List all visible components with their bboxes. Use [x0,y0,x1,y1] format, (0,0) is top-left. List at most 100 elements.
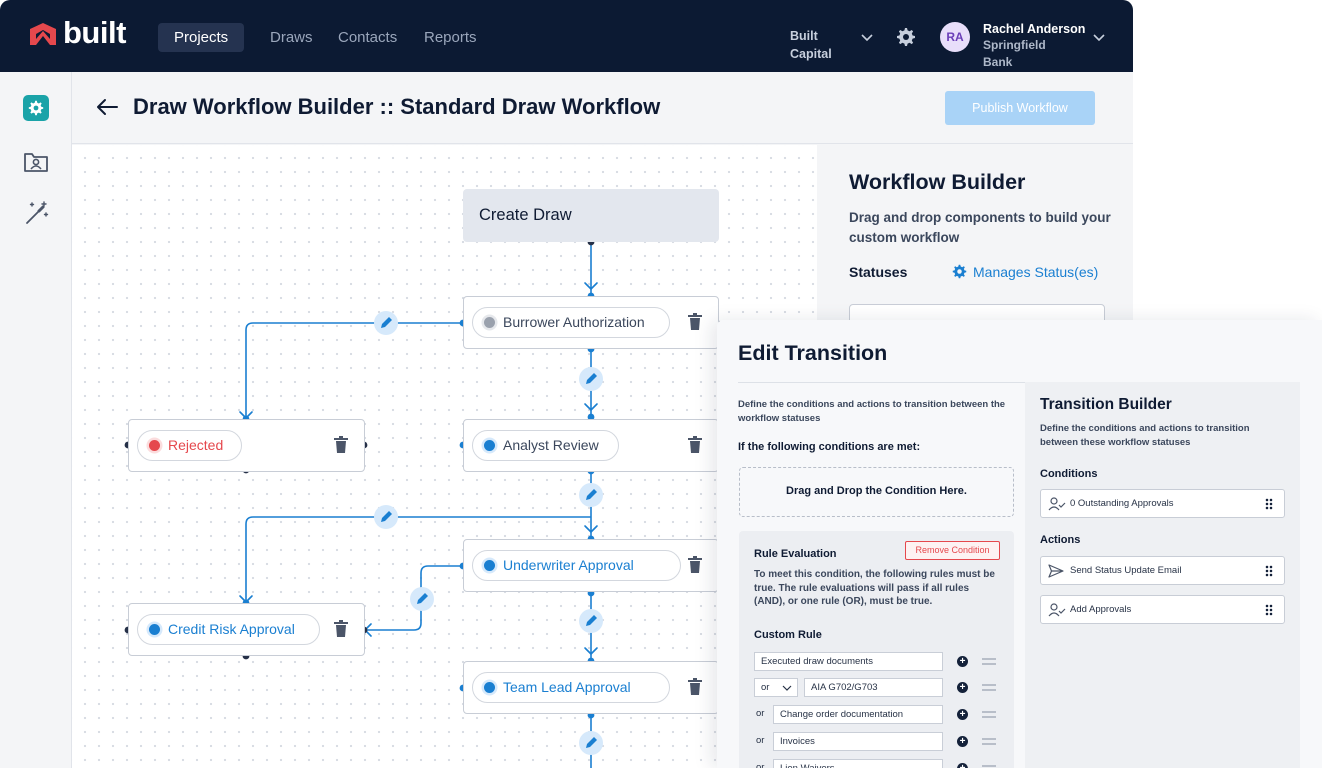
built-logo-icon [30,23,56,45]
status-node-team-lead-approval[interactable]: Team Lead Approval [463,661,719,714]
rule-operator-label: or [756,708,765,719]
chevron-down-icon [861,34,873,42]
drag-handle-icon[interactable] [982,684,996,691]
status-node-burrower-authorization[interactable]: Burrower Authorization [463,296,719,349]
sidebar-item-workflow-settings[interactable] [23,95,49,121]
edit-transition-pencil-icon[interactable] [578,366,604,392]
org-name-line1: Built [790,29,818,43]
rule-value-input[interactable]: Change order documentation [773,705,943,724]
edit-transition-pencil-icon[interactable] [578,482,604,508]
status-bullet-icon [484,440,495,451]
transition-builder-description-line2: between these workflow statuses [1040,437,1191,448]
edit-transition-pencil-icon[interactable] [373,310,399,336]
status-bullet-icon [149,440,160,451]
rule-value-input[interactable]: Invoices [773,732,943,751]
workflow-canvas[interactable]: Create Draw Burrower Authorization Rejec… [72,145,817,768]
user-org-line2: Bank [983,55,1013,69]
add-rule-plus-icon[interactable]: + [957,709,968,720]
status-node-credit-risk-approval[interactable]: Credit Risk Approval [128,603,365,656]
sidebar-magic-wand-icon[interactable] [24,200,50,226]
add-rule-plus-icon[interactable]: + [957,763,968,768]
add-rule-plus-icon[interactable]: + [957,656,968,667]
nav-projects[interactable]: Projects [158,23,245,52]
drag-handle-icon[interactable] [982,658,996,665]
remove-condition-button[interactable]: Remove Condition [905,541,1000,560]
edit-transition-pencil-icon[interactable] [409,586,435,612]
edit-transition-pencil-icon[interactable] [373,504,399,530]
manage-statuses-label: Manages Status(es) [973,264,1099,280]
drag-grip-icon[interactable] [1265,604,1273,616]
status-node-underwriter-approval[interactable]: Underwriter Approval [463,539,719,592]
transition-builder-description: Define the conditions and actions to tra… [1040,422,1250,450]
trash-icon[interactable] [334,620,348,637]
drag-handle-icon[interactable] [982,711,996,718]
status-label: Credit Risk Approval [168,621,295,637]
edit-transition-pencil-icon[interactable] [578,608,604,634]
trash-icon[interactable] [688,556,702,573]
condition-drop-zone[interactable]: Drag and Drop the Condition Here. [739,467,1014,517]
status-label: Analyst Review [503,437,599,453]
user-name: Rachel Anderson [983,22,1086,36]
user-avatar[interactable]: RA [940,22,970,52]
trash-icon[interactable] [688,313,702,330]
add-rule-plus-icon[interactable]: + [957,736,968,747]
rule-evaluation-title: Rule Evaluation [754,548,837,560]
drag-handle-icon[interactable] [982,765,996,768]
edit-transition-description: Define the conditions and actions to tra… [738,398,1005,426]
trash-icon[interactable] [334,436,348,453]
drag-grip-icon[interactable] [1265,498,1273,510]
brand-logo[interactable]: built [28,15,138,54]
user-menu[interactable]: Rachel Anderson Springfield Bank [983,21,1113,71]
brand-name: built [63,15,126,50]
start-node-create-draw[interactable]: Create Draw [463,189,719,242]
edit-transition-description-line2: workflow statuses [738,413,821,424]
rule-evaluation-card: Rule Evaluation Remove Condition To meet… [739,531,1014,768]
workflow-builder-description-line1: Drag and drop components to build your [849,210,1111,225]
status-label: Underwriter Approval [503,557,634,573]
status-node-rejected[interactable]: Rejected [128,419,365,472]
nav-draws[interactable]: Draws [270,29,313,46]
manage-statuses-link[interactable]: Manages Status(es) [952,263,1112,283]
user-check-icon [1048,497,1066,511]
nav-reports[interactable]: Reports [424,29,477,46]
status-pill: Burrower Authorization [472,307,670,338]
rule-operator-label: or [756,735,765,746]
rule-evaluation-description-line1: To meet this condition, the following ru… [754,569,995,580]
transition-builder-description-line1: Define the conditions and actions to tra… [1040,423,1250,434]
edit-transition-pencil-icon[interactable] [578,730,604,756]
status-node-analyst-review[interactable]: Analyst Review [463,419,719,472]
settings-gear-icon[interactable] [896,27,916,47]
rule-value-input[interactable]: Executed draw documents [754,652,943,671]
rule-evaluation-description-line2: true. The rule evaluations will pass if … [754,582,970,594]
drag-grip-icon[interactable] [1265,565,1273,577]
drag-handle-icon[interactable] [982,738,996,745]
drop-zone-label: Drag and Drop the Condition Here. [786,485,967,497]
edit-transition-title: Edit Transition [738,341,888,365]
status-pill: Team Lead Approval [472,672,670,703]
rule-value-input[interactable]: AIA G702/G703 [804,678,943,697]
action-item-add-approvals[interactable]: Add Approvals [1040,595,1285,624]
status-bullet-icon [484,317,495,328]
rule-operator-select[interactable]: or [754,678,798,697]
chevron-down-icon [782,685,792,691]
rule-value-input[interactable]: Lien Waivers [773,759,943,768]
back-arrow-icon[interactable] [95,97,119,117]
status-pill: Rejected [137,430,242,461]
action-item-send-status-update-email[interactable]: Send Status Update Email [1040,556,1285,585]
rule-evaluation-description-line3: (AND), or one rule (OR), must be true. [754,596,933,607]
gear-icon [952,264,967,279]
conditions-heading: If the following conditions are met: [738,441,921,453]
nav-contacts[interactable]: Contacts [338,29,398,46]
status-pill: Underwriter Approval [472,550,681,581]
condition-item-outstanding-approvals[interactable]: 0 Outstanding Approvals [1040,489,1285,518]
org-switcher[interactable]: Built Capital [790,27,880,63]
add-rule-plus-icon[interactable]: + [957,682,968,693]
publish-workflow-button[interactable]: Publish Workflow [945,91,1095,125]
rule-operator-value: or [761,682,770,693]
status-pill: Analyst Review [472,430,619,461]
trash-icon[interactable] [688,436,702,453]
sidebar-contacts-folder-icon[interactable] [23,150,49,174]
trash-icon[interactable] [688,678,702,695]
edit-transition-description-line1: Define the conditions and actions to tra… [738,399,1006,410]
status-label: Team Lead Approval [503,679,631,695]
